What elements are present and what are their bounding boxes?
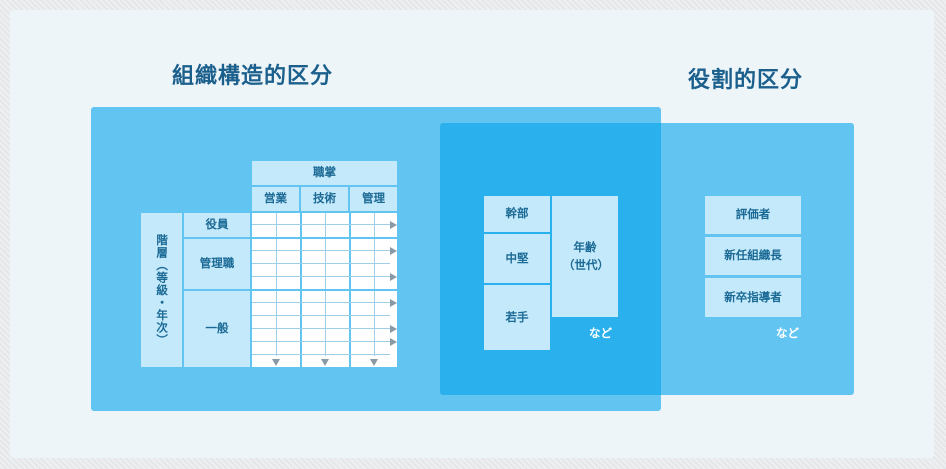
overlap-region [440, 123, 661, 395]
hierarchy-label-text: 階層（等級・年次） [155, 233, 170, 347]
segment-executive: 幹部 [484, 196, 550, 232]
role-new-grad-mentor: 新卒指導者 [705, 278, 801, 317]
segment-midlevel: 中堅 [484, 234, 550, 283]
overlap-etc-label: など [589, 326, 612, 340]
row-managers: 管理職 [184, 239, 250, 289]
org-structure-title: 組織構造的区分 [172, 64, 334, 89]
arrow-right-icon [390, 273, 397, 281]
job-col-tech: 技術 [301, 187, 348, 211]
role-evaluator: 評価者 [705, 196, 801, 234]
role-etc-label: など [776, 326, 799, 340]
arrow-right-icon [390, 299, 397, 307]
arrow-right-icon [390, 338, 397, 346]
arrow-right-icon [390, 247, 397, 255]
hierarchy-label: 階層（等級・年次） [141, 213, 182, 367]
role-title: 役割的区分 [688, 68, 804, 93]
arrow-right-icon [390, 221, 397, 229]
segment-junior: 若手 [484, 285, 550, 350]
arrow-down-icon [370, 359, 378, 366]
job-category-header: 職掌 [252, 161, 397, 185]
segment-age: 年齢（世代） [552, 196, 618, 317]
job-col-admin: 管理 [350, 187, 397, 211]
arrow-down-icon [321, 359, 329, 366]
matrix-grid [252, 213, 397, 367]
job-col-sales: 営業 [252, 187, 299, 211]
segment-age-label: 年齢（世代） [563, 240, 609, 272]
row-executives: 役員 [184, 213, 250, 237]
role-new-leader: 新任組織長 [705, 237, 801, 275]
arrow-down-icon [272, 359, 280, 366]
row-general: 一般 [184, 291, 250, 367]
arrow-right-icon [390, 325, 397, 333]
